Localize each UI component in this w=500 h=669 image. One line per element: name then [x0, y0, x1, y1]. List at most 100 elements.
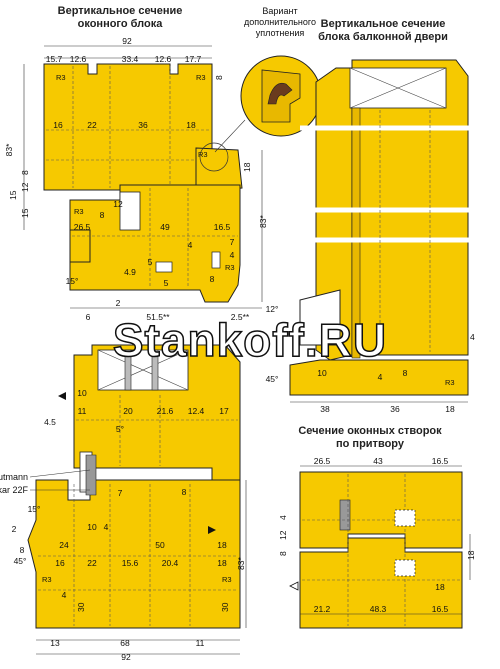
label-neckar: Neckar 22F — [0, 485, 28, 495]
dim-sash-top-2: 16.5 — [432, 456, 449, 466]
dim-b-row2-0: 10 — [87, 522, 97, 532]
dim-b-misc-0: 24 — [59, 540, 69, 550]
dim-door-misc-1: 8 — [403, 368, 408, 378]
door-threshold-profile: 10 8 4 4 45° R3 38 36 18 — [266, 289, 475, 414]
dim-b-row3-4: 18 — [217, 558, 227, 568]
dim-b-left-0: 11 — [78, 406, 87, 416]
dim-left-1: 12 — [20, 182, 30, 192]
dim-b-bottom-2: 11 — [196, 638, 205, 648]
window-title-line2: оконного блока — [78, 18, 164, 30]
dim-door-row-1: 36 — [390, 404, 400, 414]
dim-b-row3-1: 22 — [87, 558, 97, 568]
label-gutmann: Gutmann — [0, 472, 28, 482]
window-bottom-sash-profile — [73, 344, 241, 481]
r3-label-5: R3 — [225, 263, 235, 272]
seal-variant-title: Вариант дополнительного уплотнения — [244, 6, 316, 38]
dim-inner-3: 18 — [186, 120, 196, 130]
dim-angle-12: 12° — [266, 304, 279, 314]
dim-b-row1-2: 21.6 — [157, 406, 174, 416]
dim-b-overall: 92 — [121, 652, 131, 662]
sash-title-line1: Сечение оконных створок — [298, 425, 442, 437]
dim-sash-top-0: 26.5 — [314, 456, 331, 466]
dim-sash-left-0: 4 — [278, 515, 288, 520]
dim-b-misc-1: 2 — [12, 524, 17, 534]
dim-bottom-2: 51.5** — [146, 312, 170, 322]
dim-sash-1: 49 — [160, 222, 170, 232]
dim-b-row1-0: 10 — [77, 388, 87, 398]
dim-misc-4: 4 — [230, 250, 235, 260]
dim-sash-left-2: 8 — [278, 551, 288, 556]
dim-right-18: 18 — [242, 162, 252, 172]
dim-sash-right-0: 18 — [466, 550, 476, 560]
dim-bottom-3: 2.5** — [231, 312, 250, 322]
dim-b-bottom-1: 68 — [120, 638, 130, 648]
dim-b-vert-1: 30 — [220, 602, 230, 612]
dim-sash-left-1: 12 — [278, 530, 288, 540]
window-title-line1: Вертикальное сечение — [58, 5, 183, 17]
dim-misc-7: 5 — [164, 278, 169, 288]
dim-sash-bottom-2: 16.5 — [432, 604, 449, 614]
dim-misc-0: 12 — [113, 199, 123, 209]
dim-left-2: 15 — [8, 190, 18, 200]
dim-b-bottom-0: 13 — [50, 638, 60, 648]
dim-right-83: 83* — [258, 215, 268, 228]
dim-misc-8: 8 — [210, 274, 215, 284]
dim-inner-0: 16 — [53, 120, 63, 130]
dim-top-row-1: 12.6 — [70, 54, 87, 64]
dim-sash-top-1: 43 — [373, 456, 383, 466]
window-section-title: Вертикальное сечение оконного блока — [58, 5, 183, 30]
dim-misc-6: 4.9 — [124, 267, 136, 277]
dim-b-misc-2: 8 — [20, 545, 25, 555]
dim-inner-1: 22 — [87, 120, 97, 130]
dim-door-misc-0: 10 — [317, 368, 327, 378]
seal-title-line3: уплотнения — [256, 28, 305, 38]
watermark-stankoff: Stankoff.RU — [113, 314, 387, 366]
window-bottom-dimensions: 10 20 21.6 12.4 17 11 4.5 5° 7 Gutmann N… — [0, 388, 247, 662]
dim-b-row2-1: 4 — [104, 522, 109, 532]
dim-b-right-total: 83* — [236, 557, 246, 570]
dim-b-row1-1: 20 — [123, 406, 133, 416]
dim-b-row2-3: 18 — [217, 540, 227, 550]
dim-b-vert-0: 30 — [76, 602, 86, 612]
dim-door-row-0: 38 — [320, 404, 330, 414]
dim-left-3: 15 — [20, 208, 30, 218]
sash-title-line2: по притвору — [336, 438, 405, 450]
dim-window-top-overall: 92 — [122, 36, 132, 46]
door-section-title: Вертикальное сечение блока балконной две… — [318, 18, 448, 43]
dim-b-left-3: 7 — [118, 488, 123, 498]
dim-b-row1-4: 17 — [219, 406, 229, 416]
dim-b-row2-2: 50 — [155, 540, 165, 550]
dim-b-misc-3: 8 — [182, 487, 187, 497]
dim-b-angle-1: 45° — [14, 556, 27, 566]
dim-angle-15: 15° — [66, 276, 79, 286]
dim-sash-bottom-0: 21.2 — [314, 604, 331, 614]
dim-sash-bottom-1: 48.3 — [370, 604, 387, 614]
seal-title-line2: дополнительного — [244, 17, 316, 27]
dim-b-row3-0: 16 — [55, 558, 65, 568]
dim-top-row-2: 33.4 — [122, 54, 139, 64]
dim-bottom-1: 2 — [116, 298, 121, 308]
r3-label-4: R3 — [74, 207, 84, 216]
dim-left-0: 8 — [20, 170, 30, 175]
dim-b-row3-2: 15.6 — [122, 558, 139, 568]
r3-label-6: R3 — [42, 575, 52, 584]
window-frame-top-profile — [43, 63, 243, 193]
dim-right-small: 8 — [214, 75, 224, 80]
sash-section-title: Сечение оконных створок по притвору — [298, 425, 442, 450]
window-bottom-frame-profile — [27, 392, 241, 629]
dim-door-angle: 45° — [266, 374, 279, 384]
window-top-dimensions: 92 15.7 12.6 33.4 12.6 17.7 16 22 36 18 … — [4, 36, 278, 322]
dim-b-vert-2: 4 — [62, 590, 67, 600]
dim-b-row1-3: 12.4 — [188, 406, 205, 416]
sash-dimensions: 26.5 43 16.5 4 12 8 18 18 21.2 48.3 16.5 — [278, 456, 476, 615]
dim-misc-3: 4 — [188, 240, 193, 250]
dim-sash-2: 16.5 — [214, 222, 231, 232]
seal-title-line1: Вариант — [262, 6, 297, 16]
dim-left-total: 83* — [4, 143, 14, 156]
dim-misc-2: 7 — [230, 237, 235, 247]
door-title-line1: Вертикальное сечение — [321, 18, 446, 30]
dim-misc-1: 8 — [100, 210, 105, 220]
dim-top-row-3: 12.6 — [155, 54, 172, 64]
dim-b-left-2: 5° — [116, 424, 124, 434]
